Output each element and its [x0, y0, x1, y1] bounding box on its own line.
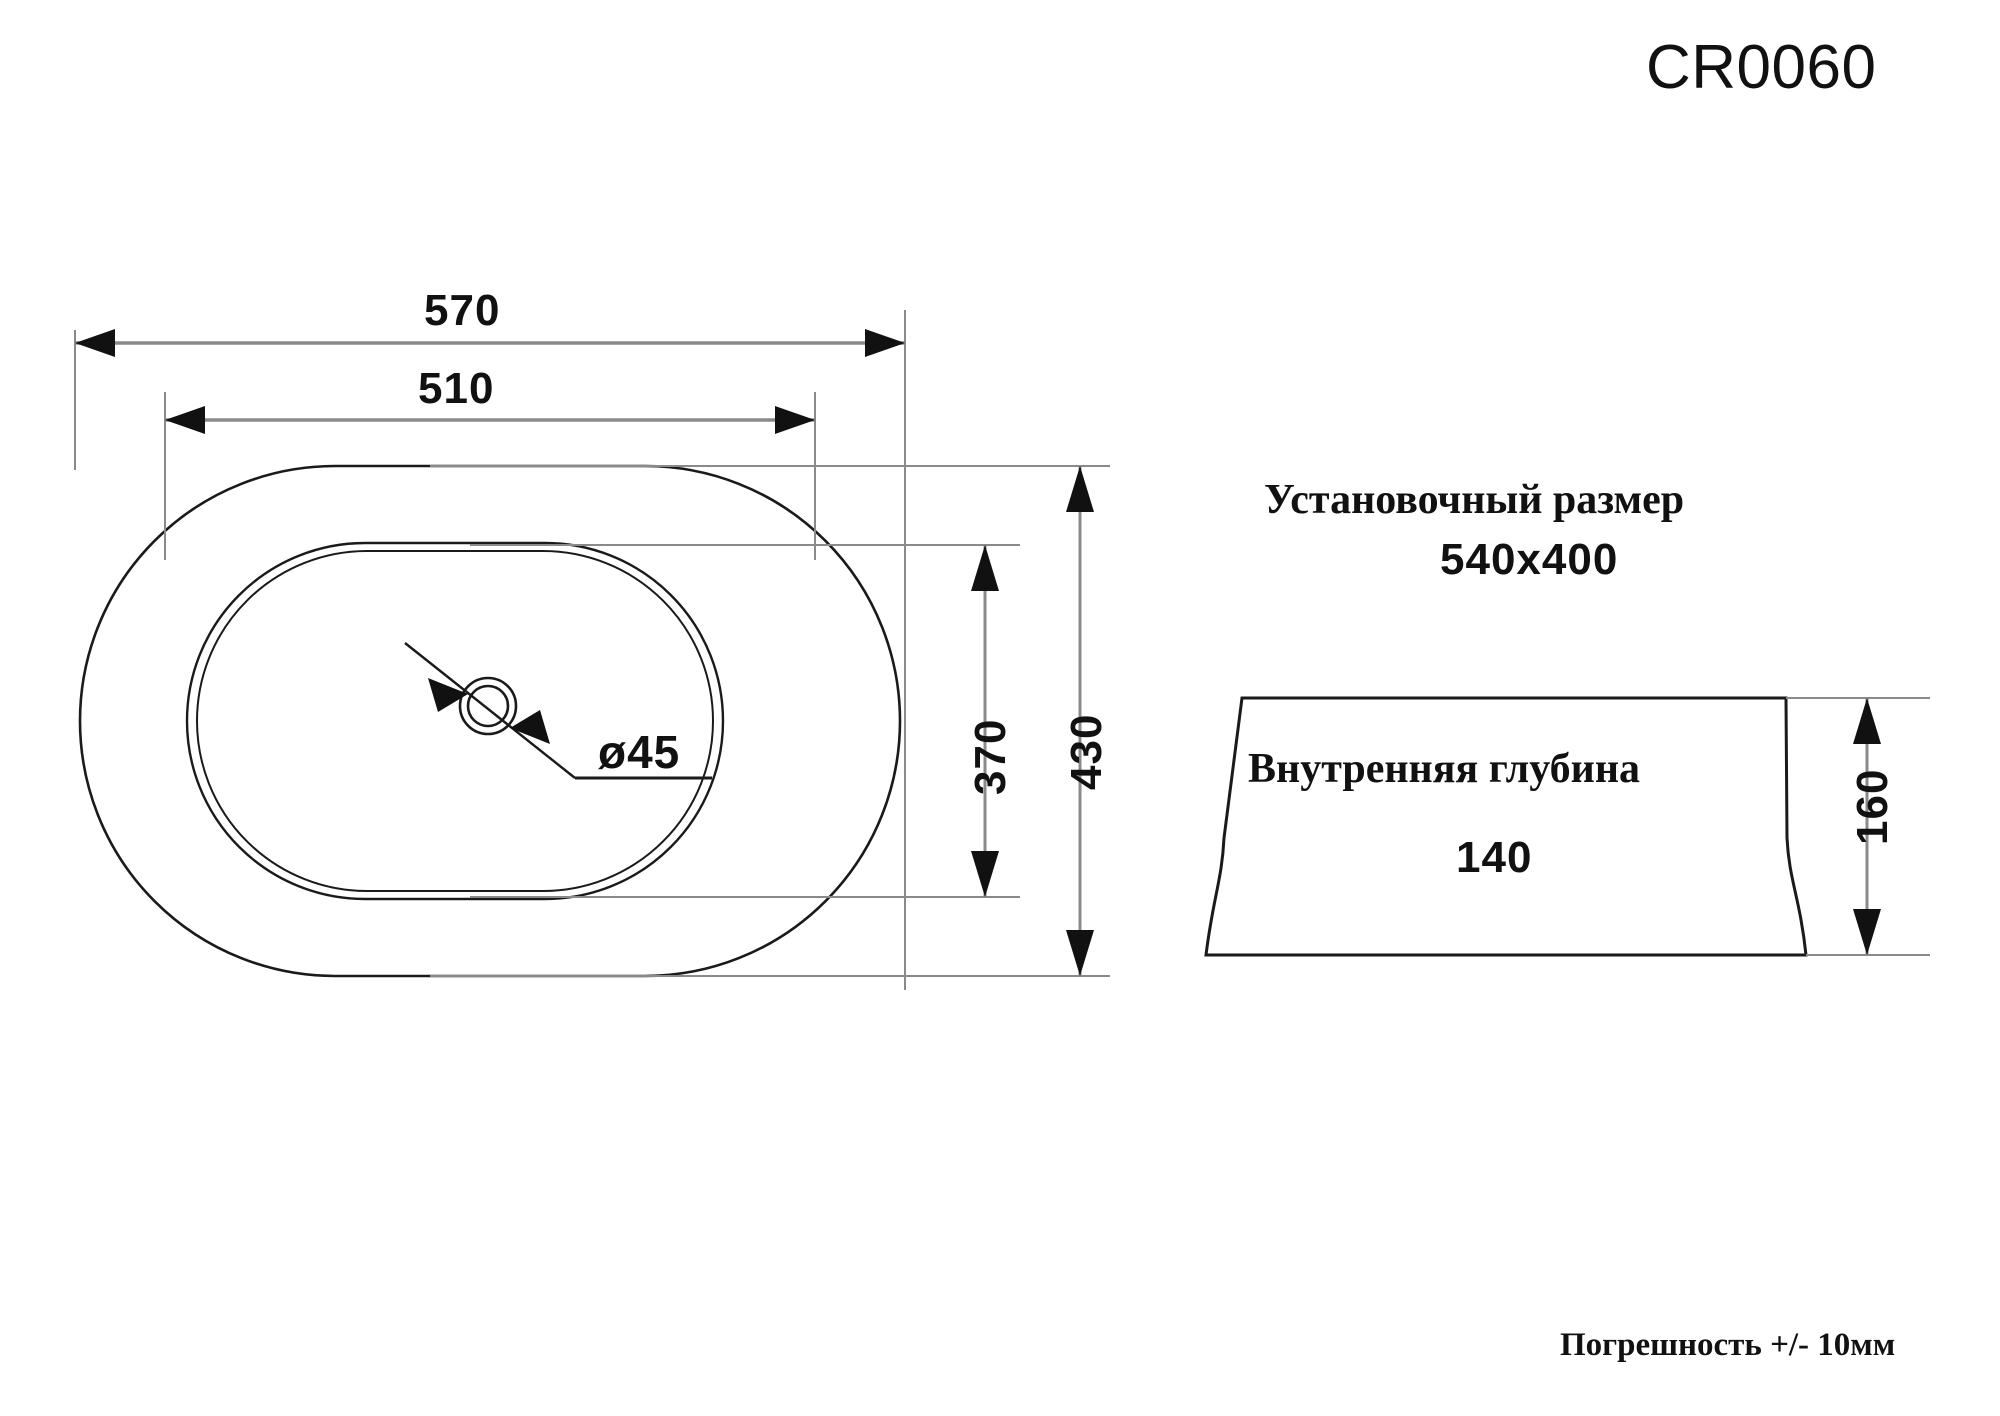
drain-hole-outer-circle	[458, 676, 518, 736]
dimension-570	[75, 329, 905, 357]
side-profile-outline	[1204, 696, 1808, 957]
dimension-label-510: 510	[418, 364, 495, 413]
basin-inner-rim-outer	[185, 541, 725, 901]
dimension-label-370: 370	[966, 718, 1015, 795]
drain-hole-inner-circle	[466, 684, 510, 728]
inner-depth-value: 140	[1456, 833, 1533, 882]
basin-inner-rim-inner	[196, 550, 714, 892]
model-code-title: CR0060	[1646, 33, 1877, 102]
tolerance-note: Погрешность +/- 10мм	[1560, 1327, 1896, 1363]
dimension-label-570: 570	[424, 286, 501, 335]
dimension-label-160: 160	[1848, 768, 1897, 845]
dimension-label-430: 430	[1062, 713, 1111, 790]
dimension-430	[1066, 466, 1094, 976]
dimension-label-diameter-45: ø45	[598, 726, 681, 778]
install-size-label: Установочный размер	[1264, 477, 1685, 523]
extension-lines	[74, 310, 1110, 990]
dimension-160	[1853, 698, 1881, 955]
install-size-value: 540x400	[1440, 535, 1619, 584]
inner-depth-label: Внутренняя глубина	[1248, 746, 1641, 792]
dimension-510	[165, 406, 815, 434]
dimension-370	[971, 545, 999, 897]
